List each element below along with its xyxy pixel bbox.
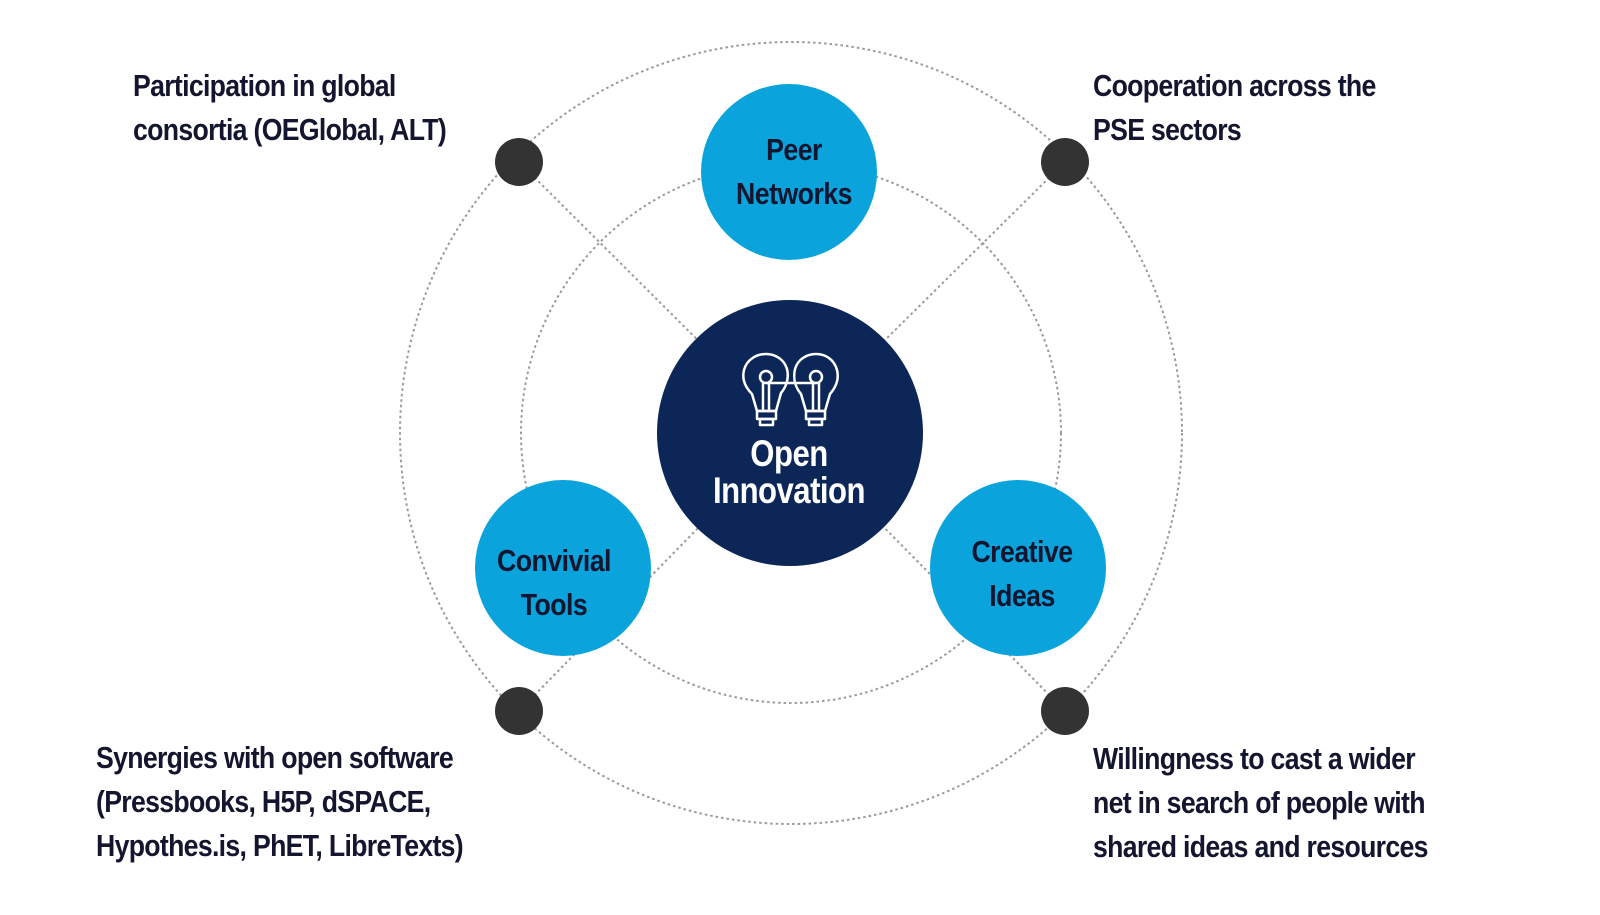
node-circle: [475, 480, 651, 656]
label-bottom-right: Willingness to cast a wider net in searc…: [1093, 737, 1428, 869]
dot-bottom-left: [495, 687, 543, 735]
node-peer-networks: Peer Networks: [701, 84, 877, 260]
linked-lightbulbs-icon: [742, 352, 839, 427]
node-circle: [701, 84, 877, 260]
node-label-line-2: Ideas: [989, 579, 1055, 613]
label-line: shared ideas and resources: [1093, 829, 1428, 864]
label-line: consortia (OEGlobal, ALT): [133, 112, 447, 147]
dot-top-right: [1041, 138, 1089, 186]
node-label-line-1: Peer: [766, 133, 822, 167]
dot-top-left: [495, 138, 543, 186]
label-line: Hypothes.is, PhET, LibreTexts): [96, 828, 464, 863]
label-line: PSE sectors: [1093, 112, 1242, 147]
node-label-line-1: Convivial: [497, 544, 611, 578]
label-line: Participation in global: [133, 68, 396, 103]
center-circle: [657, 300, 923, 566]
node-label-line-2: Tools: [521, 588, 588, 622]
connector-bottom-left: [518, 432, 792, 712]
label-line: Synergies with open software: [96, 740, 454, 775]
label-line: Willingness to cast a wider: [1093, 741, 1416, 776]
node-label-line-2: Networks: [736, 177, 852, 211]
center-label-line-2: Innovation: [713, 471, 865, 512]
center-label-line-1: Open: [750, 434, 827, 475]
label-bottom-left: Synergies with open software (Pressbooks…: [96, 736, 464, 868]
dot-bottom-right: [1041, 687, 1089, 735]
node-convivial-tools: Convivial Tools: [475, 480, 651, 656]
label-top-left: Participation in global consortia (OEGlo…: [133, 64, 447, 152]
label-line: (Pressbooks, H5P, dSPACE,: [96, 784, 431, 819]
center-node: Open Innovation: [657, 300, 923, 566]
outer-ring: [399, 41, 1183, 825]
label-top-right: Cooperation across the PSE sectors: [1093, 64, 1376, 152]
label-line: Cooperation across the: [1093, 68, 1376, 103]
node-label-line-1: Creative: [971, 535, 1073, 569]
node-creative-ideas: Creative Ideas: [930, 480, 1106, 656]
label-line: net in search of people with: [1093, 785, 1426, 820]
node-circle: [930, 480, 1106, 656]
